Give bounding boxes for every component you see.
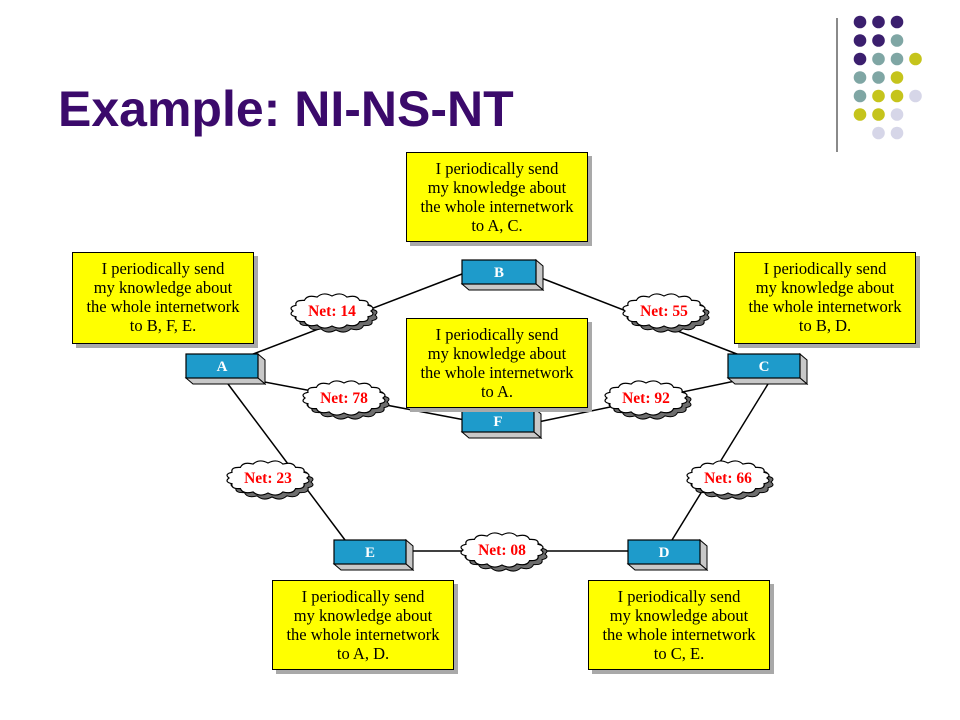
network-cloud-23: Net: 23 [226, 460, 314, 500]
decorative-dot [872, 126, 885, 140]
network-label: Net: 66 [704, 470, 752, 487]
node-label-d: D [659, 545, 670, 561]
node-b: B [460, 258, 545, 292]
decorative-dot [890, 52, 904, 66]
network-label: Net: 23 [244, 470, 292, 487]
title-divider [836, 18, 838, 152]
node-label-a: A [217, 359, 228, 375]
node-label-c: C [759, 359, 770, 375]
network-label: Net: 55 [640, 303, 688, 320]
decorative-dot [890, 71, 904, 84]
note-router-b: I periodically send my knowledge about t… [406, 152, 588, 242]
decorative-dot [853, 15, 867, 29]
decorative-dot [872, 71, 885, 84]
decorative-dot [853, 52, 867, 66]
note-router-f: I periodically send my knowledge about t… [406, 318, 588, 408]
network-cloud-66: Net: 66 [686, 460, 774, 500]
node-label-e: E [365, 545, 375, 561]
decorative-dot [890, 15, 904, 29]
decorative-dot [872, 15, 885, 29]
decorative-dot [872, 52, 885, 66]
decorative-dot [890, 89, 904, 103]
decorative-dot [909, 89, 922, 103]
decorative-dot [872, 89, 885, 103]
decorative-dot [909, 52, 922, 66]
note-router-c: I periodically send my knowledge about t… [734, 252, 916, 344]
decorative-dot [853, 89, 867, 103]
slide-title: Example: NI-NS-NT [58, 81, 514, 137]
node-a: A [184, 352, 267, 386]
node-label-b: B [494, 265, 504, 281]
network-cloud-08: Net: 08 [460, 532, 548, 572]
decorative-dot-grid [853, 15, 922, 140]
node-f: F [460, 406, 543, 440]
network-label: Net: 14 [308, 303, 356, 320]
note-router-e: I periodically send my knowledge about t… [272, 580, 454, 670]
decorative-dot [853, 34, 867, 47]
network-label: Net: 92 [622, 390, 670, 407]
network-cloud-14: Net: 14 [290, 293, 378, 333]
decorative-dot [890, 126, 904, 140]
note-router-a: I periodically send my knowledge about t… [72, 252, 254, 344]
network-cloud-78: Net: 78 [302, 380, 390, 420]
link-a-e [227, 383, 346, 541]
network-label: Net: 78 [320, 390, 368, 407]
decorative-dot [890, 108, 904, 121]
network-cloud-55: Net: 55 [622, 293, 710, 333]
note-router-d: I periodically send my knowledge about t… [588, 580, 770, 670]
node-e: E [332, 538, 415, 572]
node-c: C [726, 352, 809, 386]
node-d: D [626, 538, 709, 572]
node-label-f: F [493, 414, 502, 430]
decorative-dot [853, 108, 867, 121]
decorative-dot [890, 34, 904, 47]
decorative-dot [853, 71, 867, 84]
decorative-dot [872, 108, 885, 121]
decorative-dot [872, 34, 885, 47]
network-cloud-92: Net: 92 [604, 380, 692, 420]
network-label: Net: 08 [478, 542, 526, 559]
